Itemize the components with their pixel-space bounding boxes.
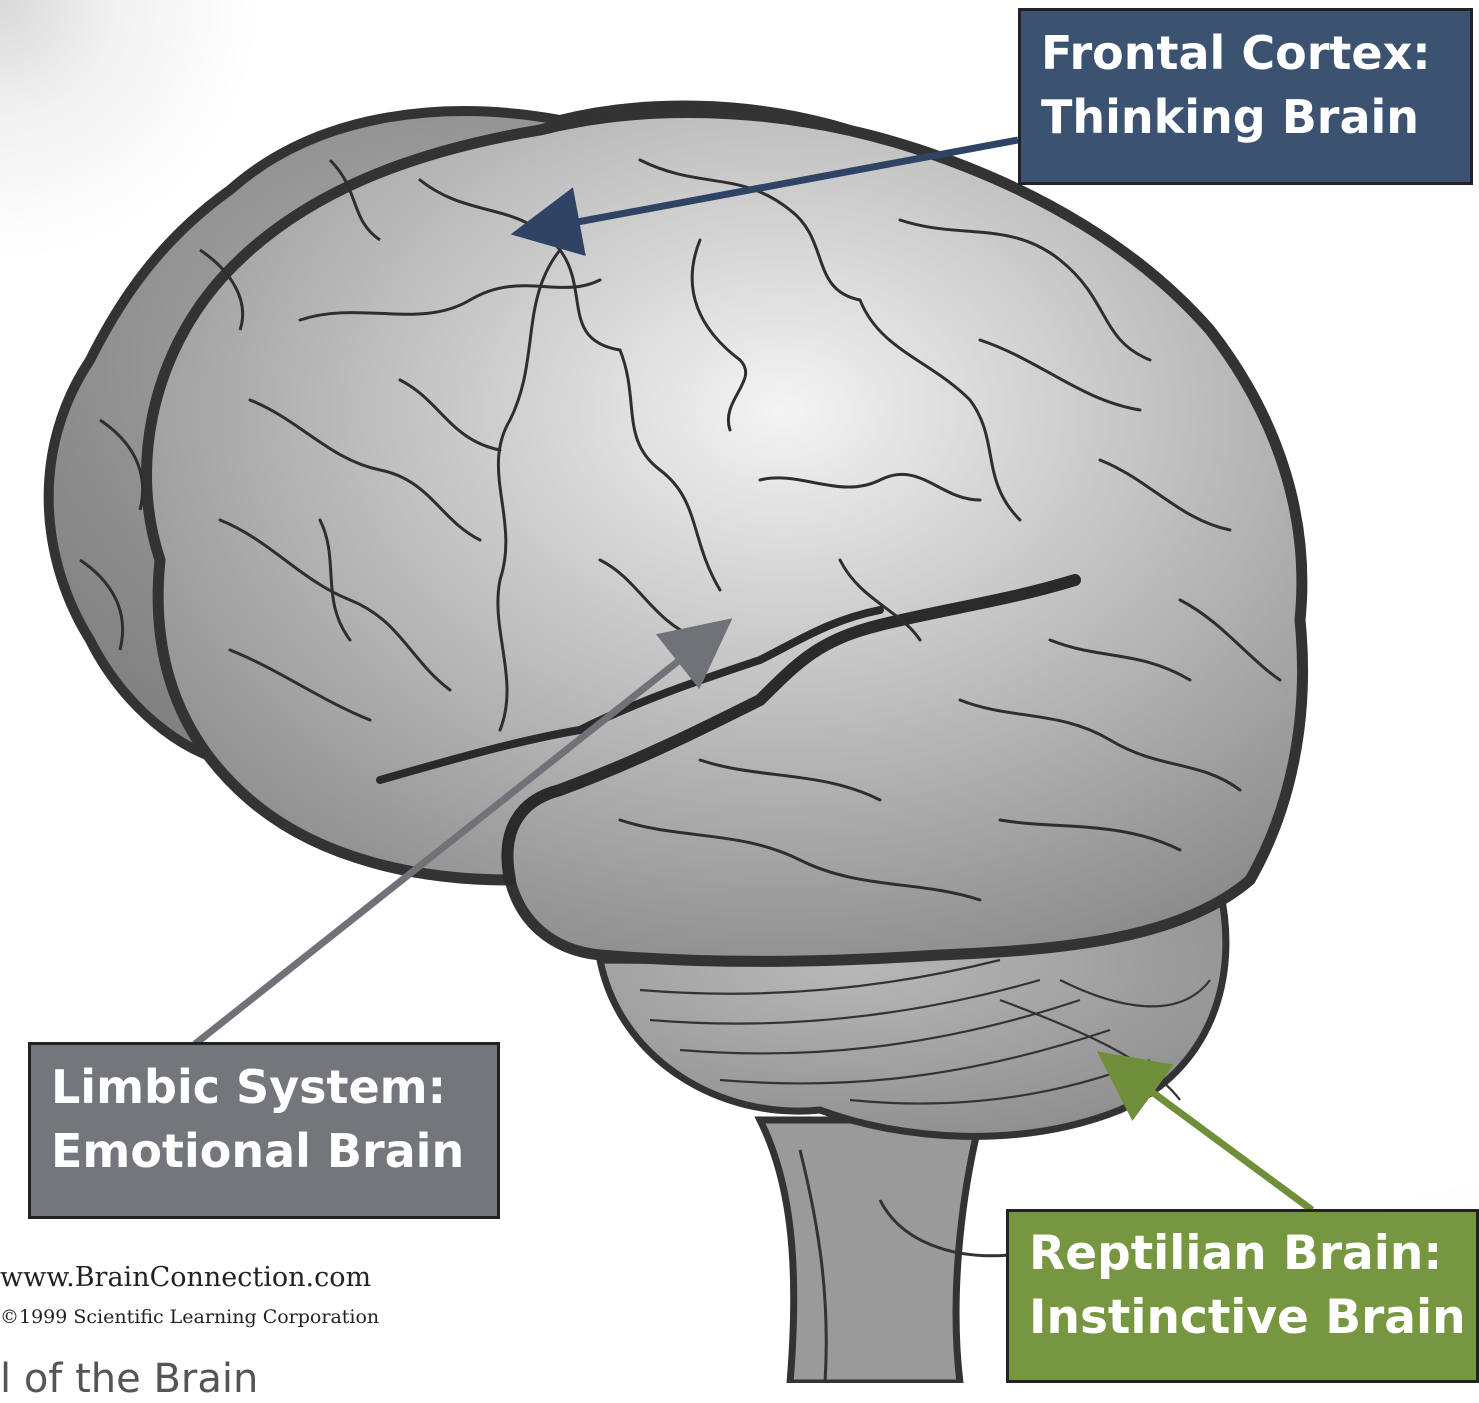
- frontal-cortex-label: Frontal Cortex: Thinking Brain: [1018, 8, 1473, 185]
- frontal-cortex-line2: Thinking Brain: [1041, 85, 1450, 149]
- limbic-system-line2: Emotional Brain: [51, 1119, 477, 1183]
- slide-caption: l of the Brain: [0, 1355, 258, 1403]
- limbic-system-line1: Limbic System:: [51, 1055, 477, 1119]
- reptilian-brain-line1: Reptilian Brain:: [1029, 1222, 1456, 1286]
- reptilian-brain-line2: Instinctive Brain: [1029, 1286, 1456, 1350]
- credit-website: www.BrainConnection.com: [0, 1262, 371, 1293]
- credit-copyright: ©1999 Scientific Learning Corporation: [0, 1306, 379, 1328]
- reptilian-brain-label: Reptilian Brain: Instinctive Brain: [1006, 1209, 1479, 1383]
- frontal-cortex-line1: Frontal Cortex:: [1041, 21, 1450, 85]
- reptilian-arrow: [1125, 1072, 1312, 1210]
- limbic-system-label: Limbic System: Emotional Brain: [28, 1042, 500, 1219]
